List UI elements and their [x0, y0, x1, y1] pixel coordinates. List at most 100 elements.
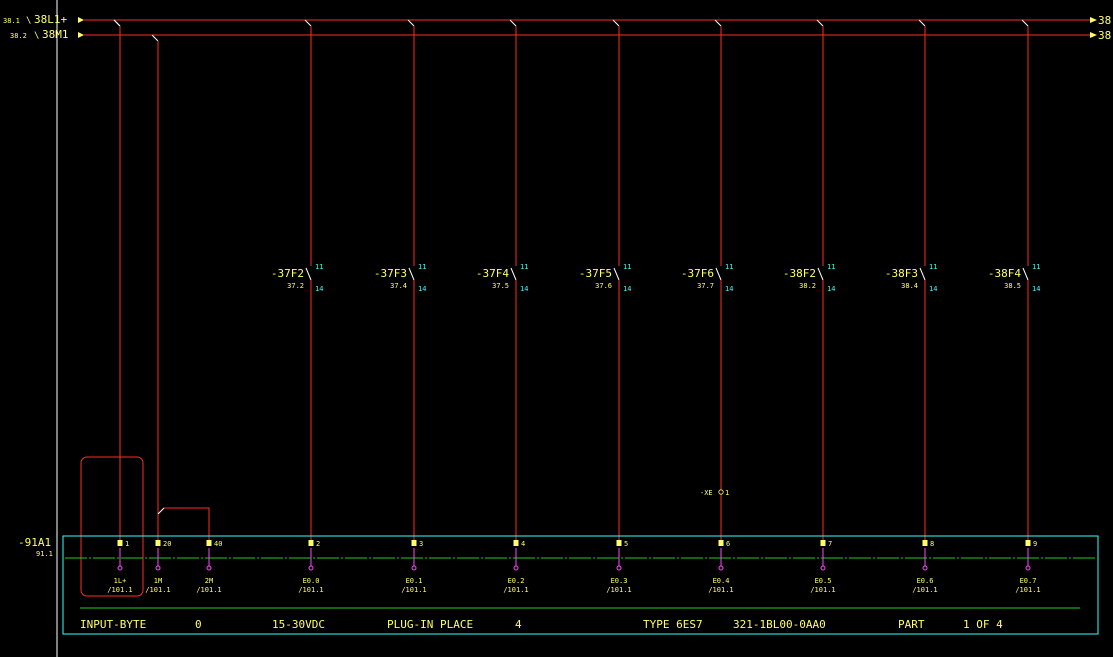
contact-blade — [919, 267, 926, 281]
terminal-label: E0.2 — [508, 577, 525, 585]
terminal-label: 2M — [205, 577, 213, 585]
contact-tag: -37F3 — [374, 267, 407, 280]
contact-pin-bottom: 14 — [725, 285, 733, 293]
branch-junction — [612, 19, 620, 27]
footer-part-value: 1 OF 4 — [963, 618, 1003, 631]
terminal-ref: /101.1 — [1015, 586, 1040, 594]
bus-l1-name: 38L1+ — [34, 13, 67, 26]
terminal-label: E0.0 — [303, 577, 320, 585]
terminal-label: E0.7 — [1020, 577, 1037, 585]
contact-pin-top: 11 — [827, 263, 835, 271]
terminal-connector — [718, 565, 724, 571]
terminal-marker — [922, 540, 928, 546]
bus-m1-ref: 38.2 — [10, 32, 27, 40]
drop-1l-tap — [113, 19, 121, 540]
footer-part-label: PART — [898, 618, 925, 631]
terminal-e0-7: 9E0.7/101.1 — [1015, 540, 1041, 594]
contact-pin-top: 11 — [315, 263, 323, 271]
contact-pin-top: 11 — [623, 263, 631, 271]
contact-tag: -38F3 — [885, 267, 918, 280]
contact-ref: 37.2 — [287, 282, 304, 290]
terminal-label: 1M — [154, 577, 162, 585]
terminal-number: 5 — [624, 540, 628, 548]
terminal-highlight-box[interactable] — [80, 456, 144, 597]
terminal-number: 2 — [316, 540, 320, 548]
terminal-e0-0: 2E0.0/101.1 — [298, 540, 324, 594]
terminal-marker — [718, 540, 724, 546]
contact-tag: -37F2 — [271, 267, 304, 280]
contact-blade — [817, 267, 824, 281]
xe-node — [718, 489, 724, 495]
branch-junction — [1021, 19, 1029, 27]
terminal-marker — [117, 540, 123, 546]
terminal-ref: /101.1 — [298, 586, 323, 594]
terminal-label: E0.6 — [917, 577, 934, 585]
footer-plug-value: 4 — [515, 618, 522, 631]
terminal-marker — [155, 540, 161, 546]
terminal-e0-2: 4E0.2/101.1 — [503, 540, 529, 594]
terminal-connector — [411, 565, 417, 571]
terminal-marker — [820, 540, 826, 546]
terminal-e0-6: 8E0.6/101.1 — [912, 540, 938, 594]
terminal-number: 9 — [1033, 540, 1037, 548]
bus-m1-name: 38M1 — [42, 28, 69, 41]
terminal-connector — [922, 565, 928, 571]
contact-blade — [715, 267, 722, 281]
contact-branches: -37F237.21114-37F337.41114-37F437.51114-… — [271, 19, 1040, 540]
terminal-1l-: 11L+/101.1 — [107, 540, 133, 594]
contact-ref: 37.7 — [697, 282, 714, 290]
contact-tag: -38F2 — [783, 267, 816, 280]
terminal-ref: /101.1 — [810, 586, 835, 594]
contact-pin-bottom: 14 — [315, 285, 323, 293]
terminal-connector — [513, 565, 519, 571]
terminal-marker — [206, 540, 212, 546]
footer-input-label: INPUT-BYTE — [80, 618, 146, 631]
branch-junction — [304, 19, 312, 27]
terminal-number: 6 — [726, 540, 730, 548]
bus-l1-arrow-right — [1090, 17, 1097, 23]
contact-blade — [408, 267, 415, 281]
branch-junction — [509, 19, 517, 27]
terminal-label: E0.5 — [815, 577, 832, 585]
bus-m1-arrow-right — [1090, 32, 1097, 38]
contact-37f2: -37F2 37.2 11 14 — [271, 19, 323, 540]
terminal-ref: /101.1 — [606, 586, 631, 594]
terminal-marker — [513, 540, 519, 546]
contact-blade — [1022, 267, 1029, 281]
terminal-connector — [616, 565, 622, 571]
terminal-connector — [820, 565, 826, 571]
terminal-ref: /101.1 — [912, 586, 937, 594]
contact-pin-bottom: 14 — [623, 285, 631, 293]
branch-junction — [918, 19, 926, 27]
terminal-label: 1L+ — [114, 577, 127, 585]
io-module-box[interactable] — [62, 535, 1099, 635]
bus-l1-slash: \ — [26, 16, 31, 26]
terminal-ref: /101.1 — [196, 586, 221, 594]
terminal-ref: /101.1 — [145, 586, 170, 594]
contact-blade — [510, 267, 517, 281]
branch-junction — [816, 19, 824, 27]
footer-voltage: 15-30VDC — [272, 618, 325, 631]
bus-m1-slash: \ — [34, 31, 39, 41]
terminal-connector — [206, 565, 212, 571]
contact-pin-top: 11 — [520, 263, 528, 271]
contact-blade — [613, 267, 620, 281]
wire-2m-junction — [157, 507, 165, 515]
footer-type-label: TYPE 6ES7 — [643, 618, 703, 631]
contact-tag: -37F4 — [476, 267, 509, 280]
footer-type-value: 321-1BL00-0AA0 — [733, 618, 826, 631]
terminal-e0-5: 7E0.5/101.1 — [810, 540, 836, 594]
contact-pin-bottom: 14 — [929, 285, 937, 293]
terminal-ref: /101.1 — [401, 586, 426, 594]
contact-pin-bottom: 14 — [418, 285, 426, 293]
footer-input-value: 0 — [195, 618, 202, 631]
